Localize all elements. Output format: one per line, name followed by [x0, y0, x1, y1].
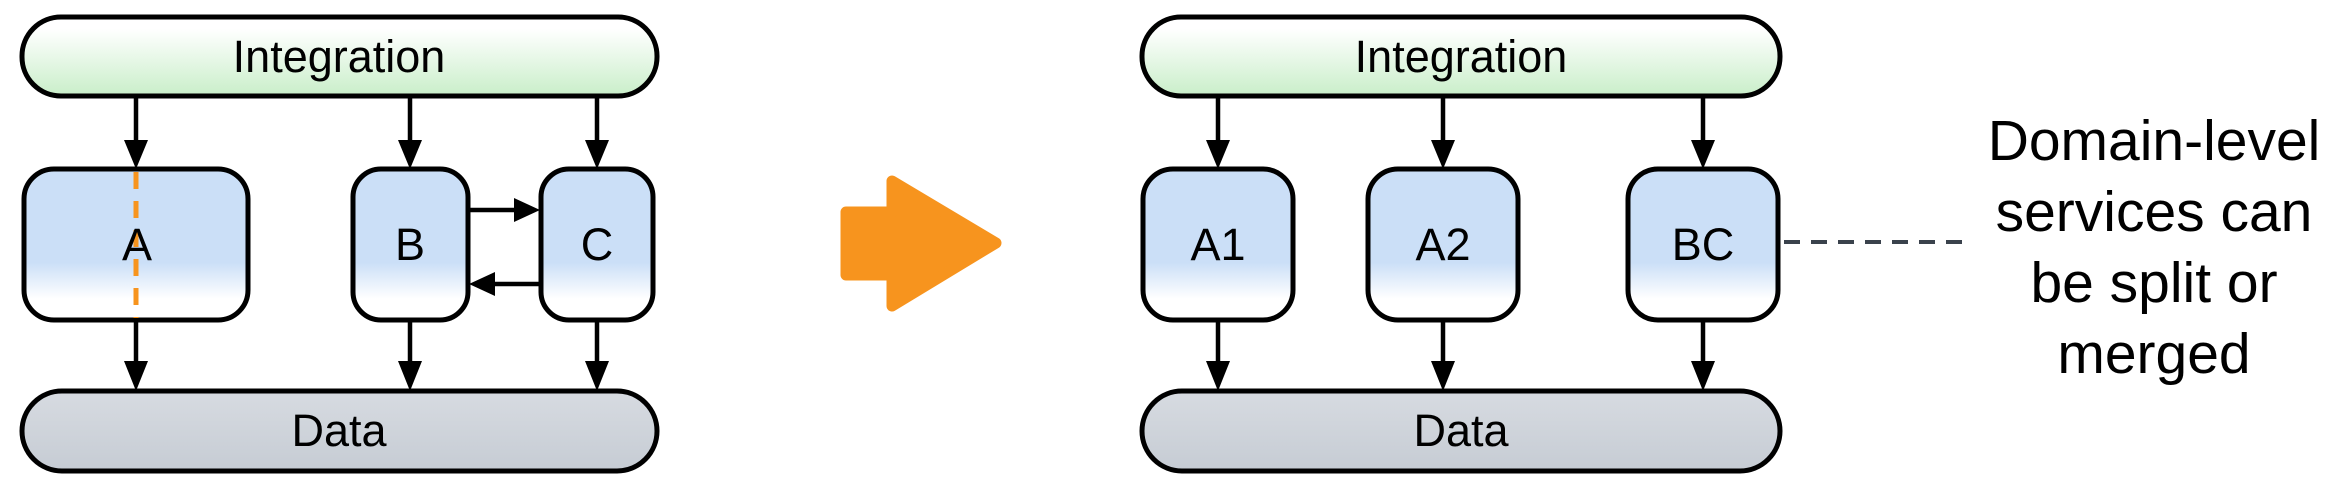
data-bar-right-label: Data — [1413, 405, 1509, 456]
arrow-head — [1206, 140, 1230, 169]
arrow-head — [585, 361, 609, 391]
arrow-head — [124, 140, 148, 169]
integration-bar-right-label: Integration — [1355, 31, 1568, 82]
arrow-integration-to-bc — [1691, 96, 1715, 169]
arrow-head — [398, 361, 422, 391]
annotation-text: Domain-level services can be split or me… — [1988, 109, 2321, 386]
service-box-a2-label: A2 — [1415, 219, 1470, 270]
arrow-head — [514, 198, 540, 222]
integration-bar-left-label: Integration — [233, 31, 446, 82]
arrow-a1-to-data — [1206, 320, 1230, 391]
arrow-c-to-data — [585, 320, 609, 391]
arrow-head — [1431, 140, 1455, 169]
annotation-line-2: services can — [1996, 180, 2313, 244]
arrow-integration-to-a — [124, 96, 148, 169]
arrow-b-to-c — [470, 198, 540, 222]
data-bar-left-label: Data — [291, 405, 387, 456]
big-right-arrow-icon — [840, 175, 1002, 312]
integration-bar-left — [19, 14, 660, 99]
arrow-head — [585, 140, 609, 169]
arrow-head — [124, 361, 148, 391]
arrow-a2-to-data — [1431, 320, 1455, 391]
arrow-integration-to-b — [398, 96, 422, 169]
arrow-a-to-data — [124, 321, 148, 391]
arrow-integration-to-a1 — [1206, 96, 1230, 169]
annotation-line-4: merged — [2057, 322, 2250, 386]
right-diagram: Integration A1 A2 BC — [1139, 14, 1783, 474]
arrow-b-to-data — [398, 320, 422, 391]
service-box-a-label: A — [122, 219, 152, 270]
annotation-line-3: be split or — [2030, 251, 2277, 315]
integration-bar-right — [1139, 14, 1783, 99]
arrow-integration-to-c — [585, 96, 609, 169]
arrow-head — [1206, 361, 1230, 391]
service-box-a1-label: A1 — [1190, 219, 1245, 270]
arrow-head — [1691, 140, 1715, 169]
left-diagram: Integration A B C — [19, 14, 660, 474]
service-box-c-label: C — [581, 219, 614, 270]
arrow-bc-to-data — [1691, 320, 1715, 391]
arrow-c-to-b — [469, 272, 539, 296]
arrow-integration-to-a2 — [1431, 96, 1455, 169]
arrow-head — [1431, 361, 1455, 391]
arrow-head — [398, 140, 422, 169]
annotation-line-1: Domain-level — [1988, 109, 2321, 173]
arrow-head — [469, 272, 495, 296]
service-box-b-label: B — [395, 219, 425, 270]
data-bar-left — [19, 388, 660, 474]
data-bar-right — [1139, 388, 1783, 474]
arrow-head — [1691, 361, 1715, 391]
service-box-bc-label: BC — [1672, 219, 1735, 270]
